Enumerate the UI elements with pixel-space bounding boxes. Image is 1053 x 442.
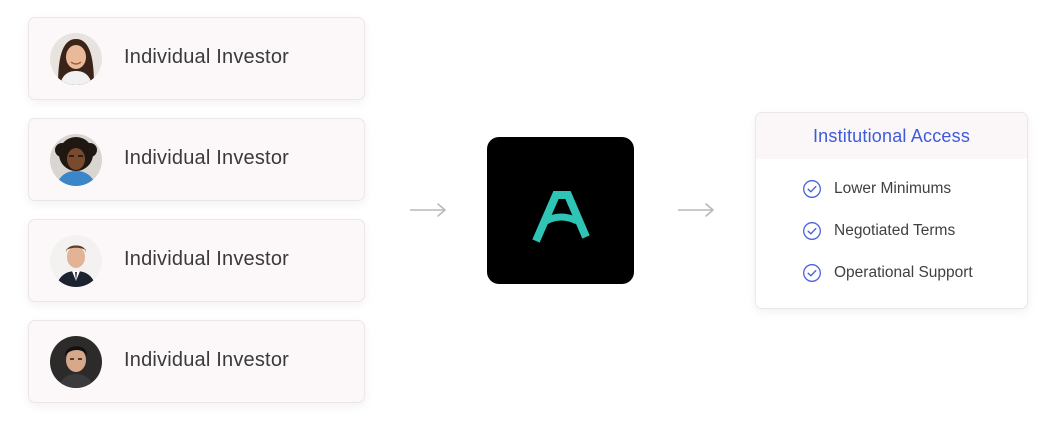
feature-label: Negotiated Terms <box>834 222 956 239</box>
investor-label: Individual Investor <box>124 248 290 270</box>
platform-logo <box>487 137 634 284</box>
investor-card: Individual Investor <box>28 118 365 201</box>
institutional-access-card: Institutional Access Lower Minimums Nego… <box>755 112 1028 309</box>
investor-label: Individual Investor <box>124 147 290 169</box>
feature-item: Negotiated Terms <box>802 219 955 243</box>
check-circle-icon <box>803 264 821 282</box>
man-in-suit-avatar <box>50 235 102 287</box>
right-arrow-icon <box>408 200 448 220</box>
access-card-header: Institutional Access <box>756 113 1027 159</box>
curly-hair-portrait-avatar <box>50 134 102 186</box>
access-card-title: Institutional Access <box>812 125 971 146</box>
feature-item: Operational Support <box>802 261 973 285</box>
woman-portrait-avatar <box>50 33 102 85</box>
check-circle-icon <box>803 180 821 198</box>
feature-item: Lower Minimums <box>802 177 951 201</box>
investor-label: Individual Investor <box>124 46 290 68</box>
investor-label: Individual Investor <box>124 349 290 371</box>
feature-label: Lower Minimums <box>834 180 952 197</box>
stylized-a-logo <box>532 191 590 243</box>
investor-card: Individual Investor <box>28 17 365 100</box>
right-arrow-icon <box>676 200 716 220</box>
feature-label: Operational Support <box>834 264 973 281</box>
investor-card: Individual Investor <box>28 320 365 403</box>
young-man-portrait-avatar <box>50 336 102 388</box>
investor-card: Individual Investor <box>28 219 365 302</box>
check-circle-icon <box>803 222 821 240</box>
